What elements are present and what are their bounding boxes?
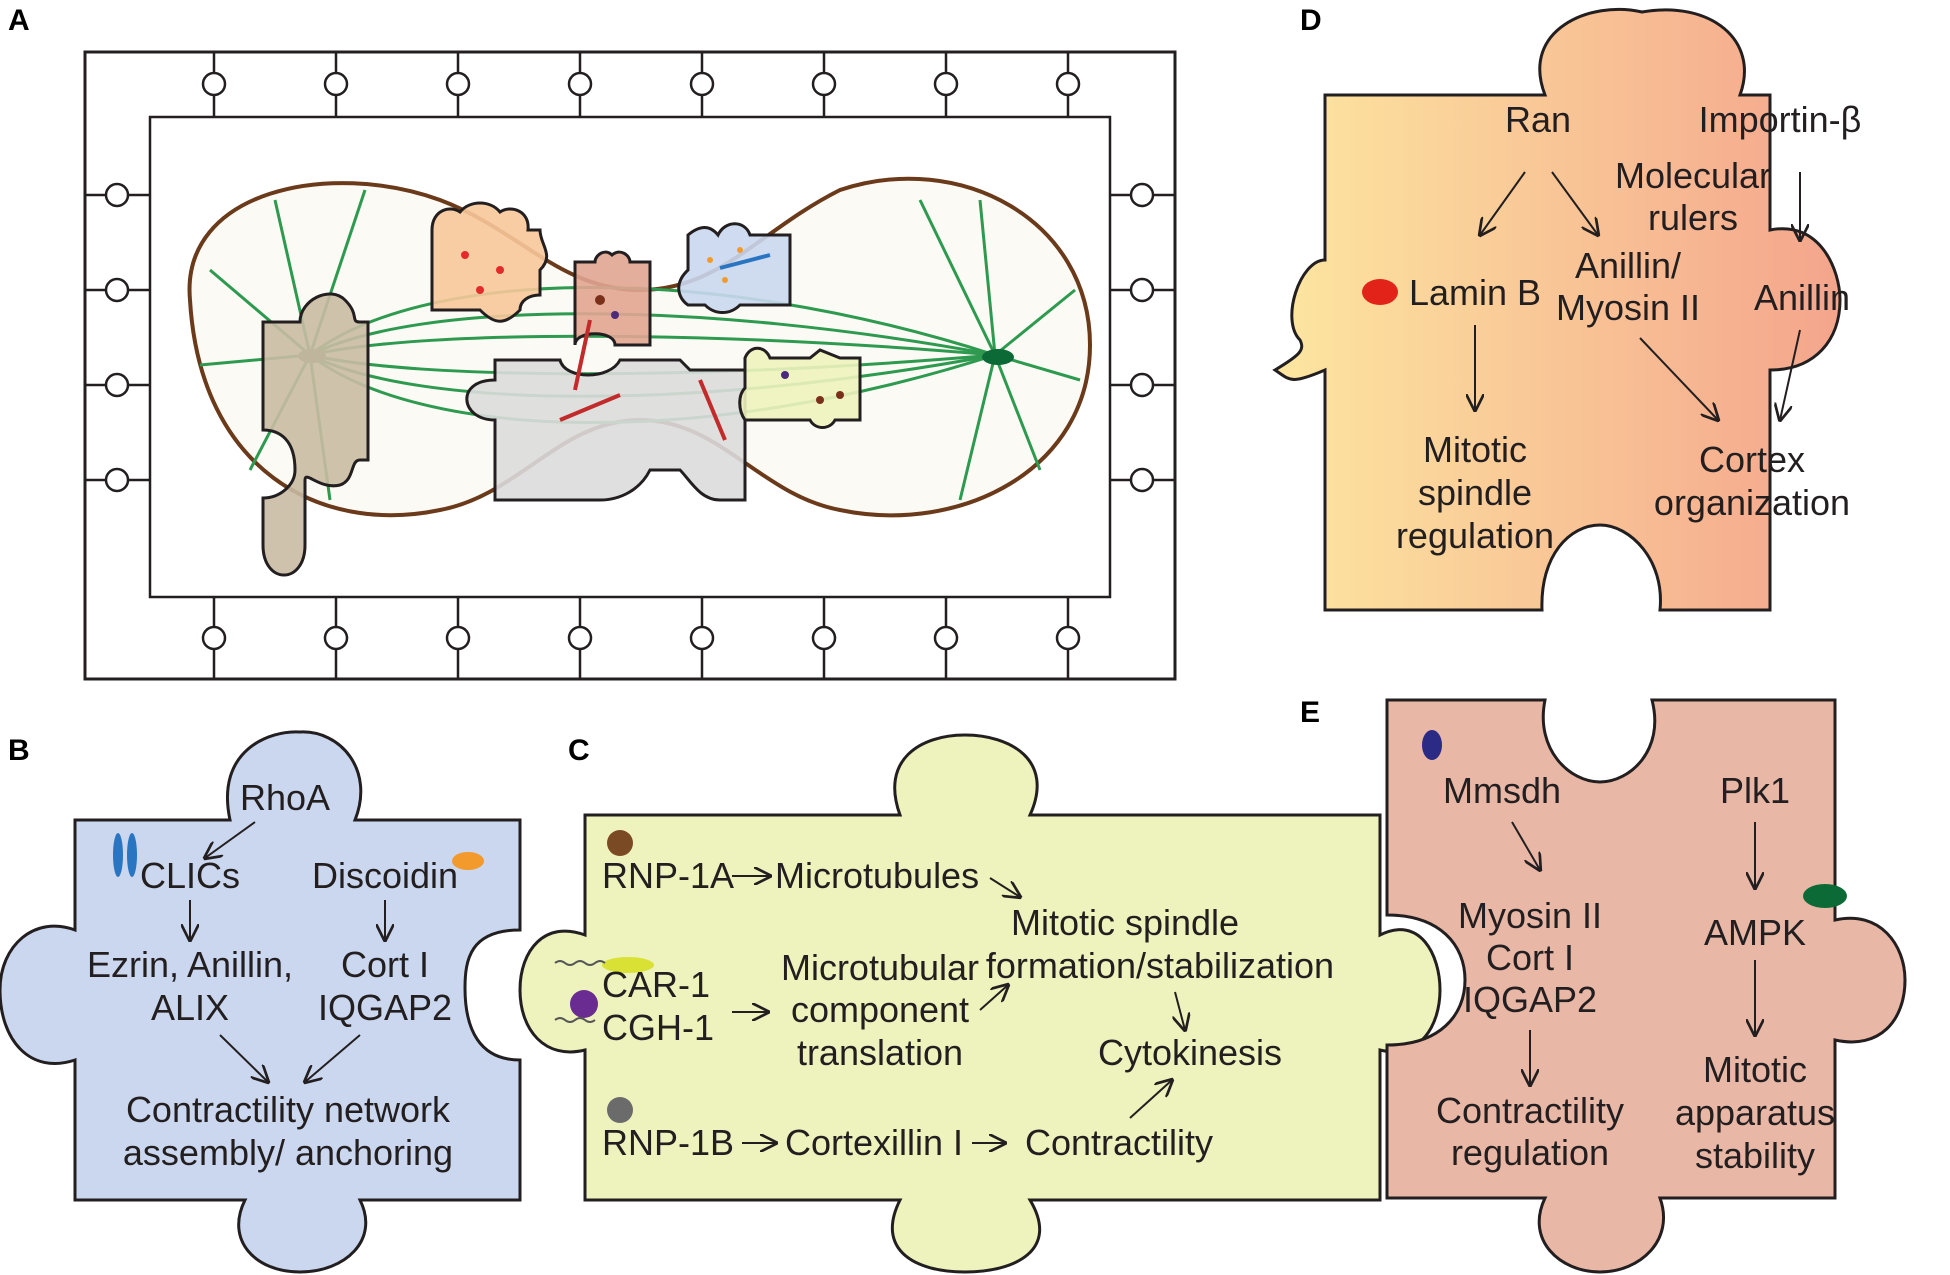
arrow-ezrin-contractility (219, 1034, 268, 1082)
microtubular-translation-line1: Microtubular (781, 947, 979, 988)
mmsdh-marker (1422, 730, 1442, 760)
piece-orange (430, 201, 549, 323)
arrow-contractility-cytokinesis (1129, 1080, 1172, 1119)
contractility-label: Contractility (1025, 1122, 1213, 1163)
rhoa-label: RhoA (240, 777, 330, 818)
mitotic-spindle-regulation-line3: regulation (1396, 515, 1554, 556)
clics-label: CLICs (140, 855, 240, 896)
cortex-organization-line1: Cortex (1699, 439, 1805, 480)
panel-c-diagram: RNP-1A Microtubules Mitotic spindle form… (554, 830, 1334, 1163)
panel-a-letter: A (8, 4, 30, 37)
mitotic-apparatus-stability-line1: Mitotic (1703, 1049, 1807, 1090)
piece-blue (677, 222, 792, 314)
arrow-microtubules-spindle (989, 877, 1020, 897)
anillin-label: Anillin (1754, 277, 1850, 318)
mitotic-spindle-regulation-line1: Mitotic (1423, 429, 1527, 470)
discoidin-marker (452, 852, 484, 870)
arrow-spindle-cytokinesis (1175, 991, 1185, 1030)
car-1-label: CAR-1 (602, 964, 710, 1005)
mitotic-spindle-line2: formation/stabilization (986, 945, 1334, 986)
cort-iqgap2-line2: IQGAP2 (318, 987, 452, 1028)
rnp-1b-label: RNP-1B (602, 1122, 734, 1163)
piece-brown (261, 292, 370, 577)
clics-marker (113, 833, 137, 877)
spindle-pole-right (982, 349, 1014, 365)
myosin-cort-iqgap2-line3: IQGAP2 (1463, 979, 1597, 1020)
contractility-network-line1: Contractility network (126, 1089, 451, 1130)
cytokinesis-label: Cytokinesis (1098, 1032, 1282, 1073)
cgh-1-label: CGH-1 (602, 1007, 714, 1048)
arrow-ran-anillin-myosin (1551, 171, 1598, 235)
plk1-label: Plk1 (1720, 770, 1790, 811)
ezrin-anillin-alix-line2: ALIX (151, 987, 229, 1028)
anillin-myosin-line1: Anillin/ (1575, 245, 1681, 286)
piece-yellow (738, 346, 862, 429)
molecular-rulers-line1: Molecular (1615, 155, 1771, 196)
arrow-mmsdh-myosin (1511, 821, 1540, 870)
anillin-myosin-line2: Myosin II (1556, 287, 1700, 328)
car-1-marker (554, 957, 654, 973)
arrow-cort-contractility (305, 1034, 361, 1082)
mitotic-apparatus-stability-line3: stability (1695, 1135, 1815, 1176)
ezrin-anillin-alix-line1: Ezrin, Anillin, (87, 944, 293, 985)
contractility-network-line2: assembly/ anchoring (123, 1132, 453, 1173)
rnp-1a-marker (607, 830, 633, 856)
rnp-1a-label: RNP-1A (602, 855, 734, 896)
microtubules-label: Microtubules (775, 855, 979, 896)
panel-d-puzzle (1272, 7, 1842, 612)
microtubular-translation-line3: translation (797, 1032, 963, 1073)
myosin-cort-iqgap2-line2: Cort I (1486, 937, 1574, 978)
molecular-rulers-line2: rulers (1648, 197, 1738, 238)
cgh-1-marker (554, 990, 598, 1023)
panel-b-diagram: RhoA CLICs Discoidin Ezrin, Anillin, ALI… (87, 777, 484, 1173)
panel-d-letter: D (1300, 4, 1322, 37)
contractility-regulation-line2: regulation (1451, 1132, 1609, 1173)
mitotic-apparatus-stability-line2: apparatus (1675, 1092, 1835, 1133)
contractility-regulation-line1: Contractility (1436, 1090, 1624, 1131)
piece-salmon (573, 250, 652, 347)
arrow-ran-laminb (1480, 171, 1526, 235)
discoidin-label: Discoidin (312, 855, 458, 896)
mitotic-spindle-regulation-line2: spindle (1418, 472, 1532, 513)
cortex-organization-line2: organization (1654, 482, 1850, 523)
panel-b-letter: B (8, 734, 30, 767)
ampk-marker (1803, 884, 1847, 908)
cortexillin-label: Cortexillin I (785, 1122, 963, 1163)
lamin-b-marker (1362, 279, 1398, 305)
importin-label: Importin-β (1699, 99, 1862, 140)
ran-label: Ran (1505, 99, 1571, 140)
microtubular-translation-line2: component (791, 989, 969, 1030)
panel-e-puzzle (1385, 698, 1907, 1274)
ampk-label: AMPK (1704, 912, 1806, 953)
panel-a-puzzle-frame (83, 50, 1177, 681)
mitotic-spindle-line1: Mitotic spindle (1011, 902, 1239, 943)
panel-c-puzzle (518, 733, 1442, 1274)
arrow-anillin-myosin-cortex (1639, 337, 1718, 420)
cort-iqgap2-line1: Cort I (341, 944, 429, 985)
mmsdh-label: Mmsdh (1443, 770, 1561, 811)
arrow-translation-spindle (979, 985, 1008, 1011)
rnp-1b-marker (607, 1097, 633, 1123)
panel-e-diagram: Mmsdh Plk1 Myosin II Cort I IQGAP2 AMPK … (1422, 730, 1847, 1176)
panel-c-letter: C (568, 734, 590, 767)
lamin-b-label: Lamin B (1409, 272, 1541, 313)
panel-e-letter: E (1300, 696, 1320, 729)
panel-d-diagram: Ran Importin-β Molecular rulers Lamin B … (1362, 99, 1861, 556)
arrow-rhoa-clics (205, 821, 256, 858)
piece-gray (465, 358, 747, 502)
myosin-cort-iqgap2-line1: Myosin II (1458, 895, 1602, 936)
molecule-dots (461, 247, 844, 441)
arrow-anillin-cortex (1780, 329, 1801, 420)
